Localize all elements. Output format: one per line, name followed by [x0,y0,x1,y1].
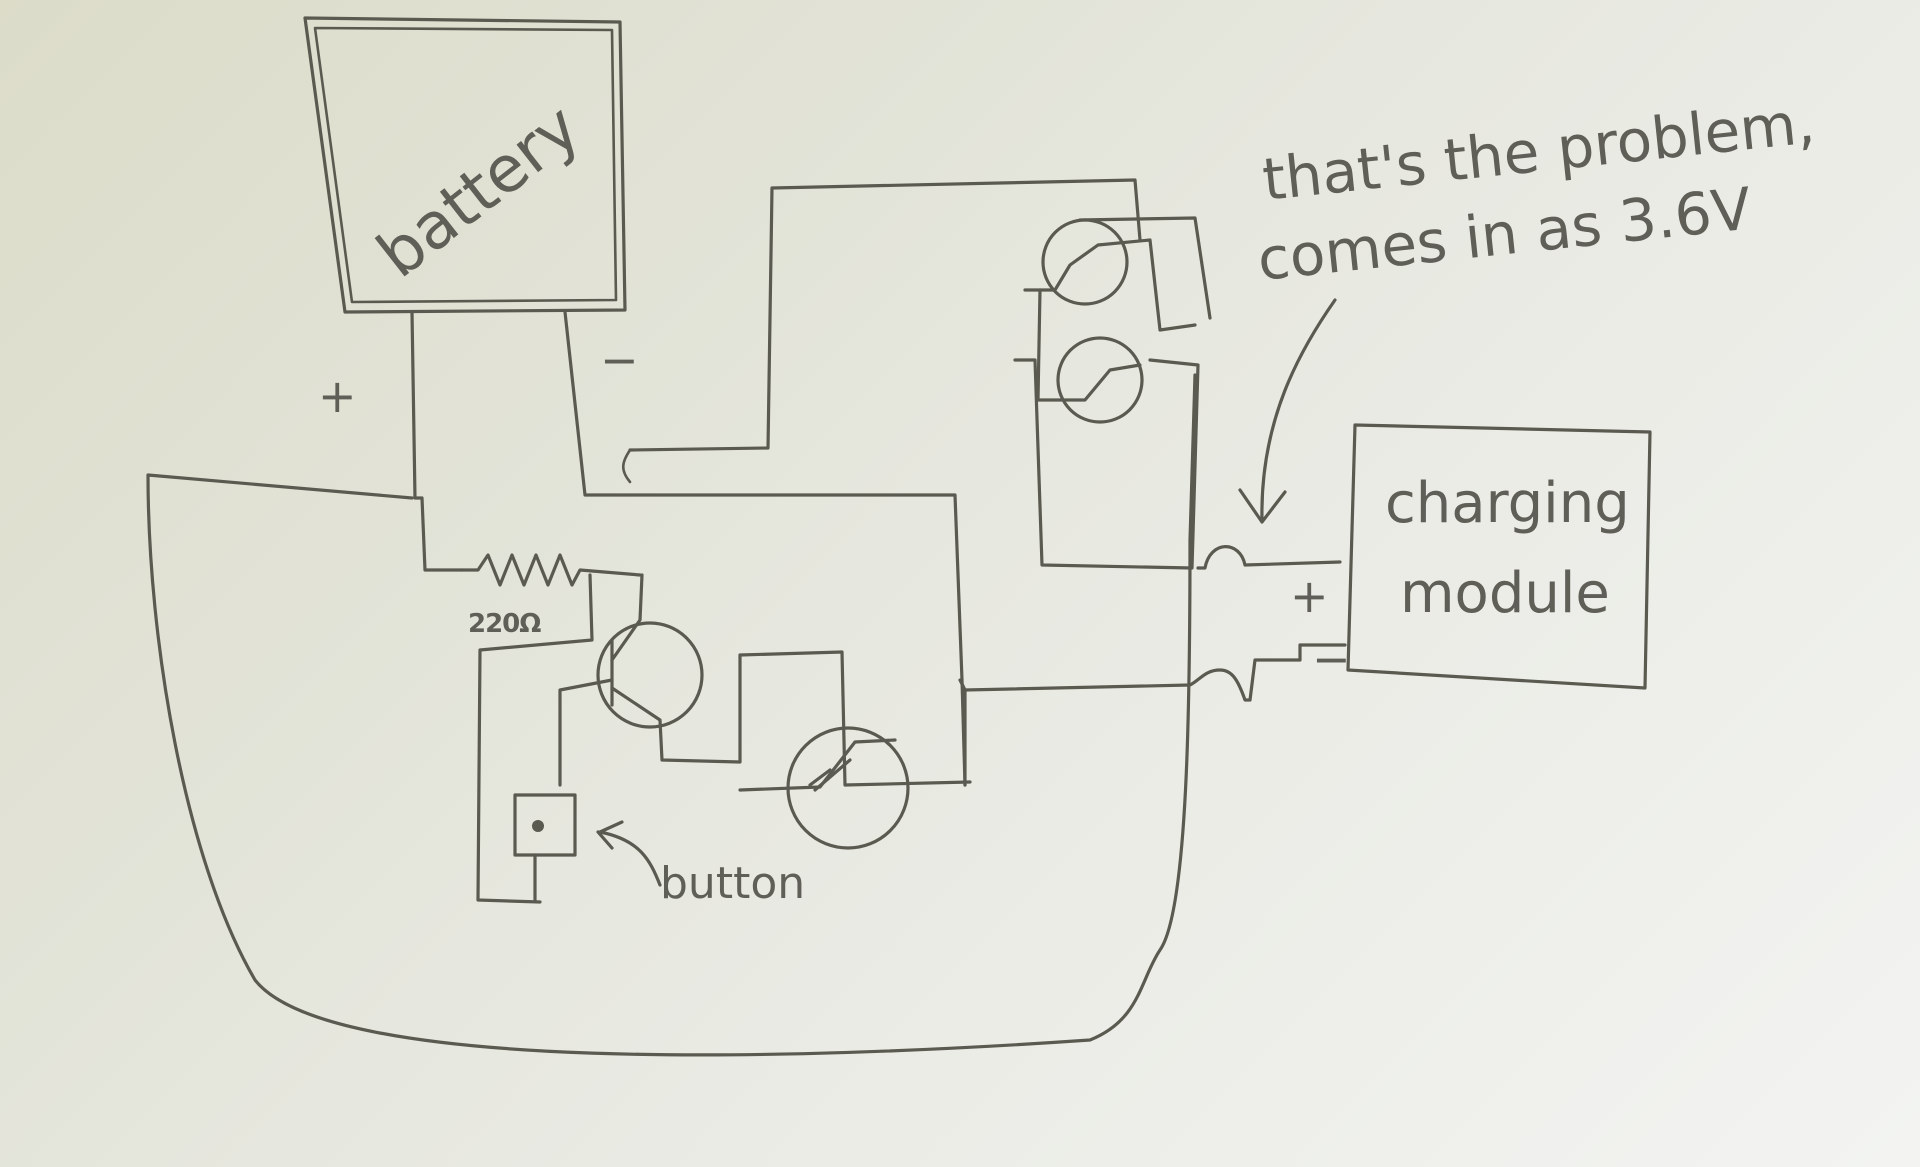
resistor-220-ohm [460,553,642,587]
battery-minus-sign: − [600,333,639,387]
pair-outer-loop [1013,358,1200,570]
battery-plus-lead [410,310,464,572]
battery-box [303,16,627,314]
resistor-label: 220Ω [468,609,541,639]
button-switch[interactable] [513,793,577,902]
resistor-to-button-wire [476,573,594,904]
battery-box-inner [313,26,618,304]
charging-module-line1: charging [1385,471,1630,536]
upper-wire [628,178,1142,452]
module-plus-sign: + [1290,569,1329,623]
battery-plus-sign: + [318,369,357,423]
module-minus-sign: − [1312,632,1351,686]
upper-wire-to-plus [1196,545,1342,570]
battery: battery [303,16,627,314]
battery-minus-lead [563,310,967,787]
button-arrow [596,820,662,887]
transistor-pair [1013,216,1212,570]
charging-module-line2: module [1400,561,1610,626]
battery-label: battery [364,90,594,292]
lower-wire-to-minus [963,643,1347,702]
transistor-2 [738,678,967,850]
wire-crossing [621,448,632,484]
annotation-arrow [1238,298,1337,524]
transistor-1 [558,573,972,787]
charging-module-box [1346,423,1652,690]
charging-module: charging module + − [1290,423,1652,690]
outer-loop-wire [146,373,1197,1057]
button-label: button [660,858,805,909]
